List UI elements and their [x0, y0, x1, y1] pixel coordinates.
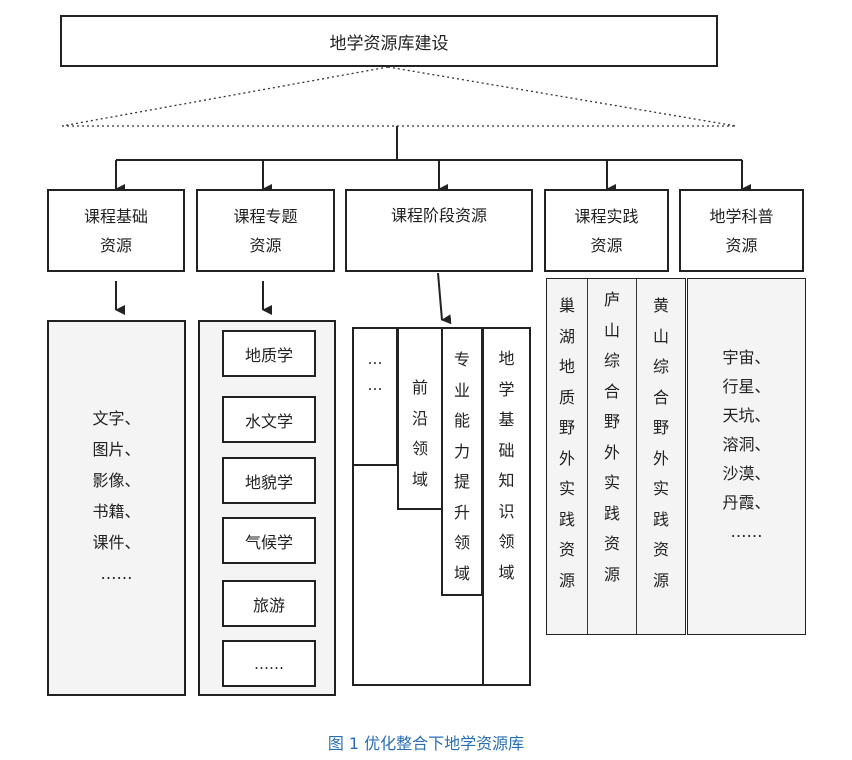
stage-ellipsis-box: … …	[352, 327, 398, 466]
practice-chaohu-text: 巢 湖 地 质 野 外 实 践 资 源	[558, 296, 575, 590]
topic-item-label: 水文学	[244, 411, 293, 431]
stage-basic-knowledge-text: 地 学 基 础 知 识 领 域	[498, 349, 515, 582]
detail-arrow-stage	[437, 272, 452, 325]
category-practice-label: 课程实践 资源	[574, 206, 639, 255]
category-practice: 课程实践 资源	[544, 189, 669, 272]
topic-item-label: 地质学	[244, 345, 293, 365]
topic-item: 水文学	[222, 396, 316, 443]
practice-lushan-text: 庐 山 综 合 野 外 实 践 资 源	[603, 290, 620, 584]
category-science: 地学科普 资源	[679, 189, 804, 272]
stage-professional-box: 专 业 能 力 提 升 领 域	[441, 327, 483, 596]
topic-item: 旅游	[222, 580, 316, 627]
category-basic-label: 课程基础 资源	[83, 206, 148, 255]
topic-item-label: 气候学	[244, 532, 293, 552]
stage-ellipsis: … …	[367, 350, 383, 394]
topic-item: ……	[222, 640, 316, 687]
category-topic-label: 课程专题 资源	[233, 206, 298, 255]
category-stage: 课程阶段资源	[345, 189, 533, 272]
stage-frontier-text: 前 沿 领 域	[411, 378, 428, 489]
practice-resources-box: 巢 湖 地 质 野 外 实 践 资 源 庐 山 综 合 野 外 实 践 资 源 …	[546, 278, 686, 635]
practice-divider	[636, 279, 637, 634]
stage-frontier-box: 前 沿 领 域	[397, 327, 443, 510]
science-resources-box: 宇宙、 行星、 天坑、 溶洞、 沙漠、 丹霞、 ……	[687, 278, 806, 635]
topic-item-label: 旅游	[252, 595, 285, 615]
root-title: 地学资源库建设	[329, 33, 449, 54]
topic-item: 气候学	[222, 517, 316, 564]
topic-item-label: 地貌学	[244, 472, 293, 492]
basic-resources-text: 文字、 图片、 影像、 书籍、 课件、 ……	[92, 409, 141, 583]
science-resources-text: 宇宙、 行星、 天坑、 溶洞、 沙漠、 丹霞、 ……	[722, 348, 771, 541]
category-science-label: 地学科普 资源	[709, 206, 774, 255]
stage-basic-knowledge-box: 地 学 基 础 知 识 领 域	[482, 327, 531, 686]
dotted-expansion-triangle	[61, 66, 737, 127]
practice-huangshan-text: 黄 山 综 合 野 外 实 践 资 源	[652, 296, 669, 590]
root-box: 地学资源库建设	[60, 15, 718, 67]
category-stage-label: 课程阶段资源	[390, 206, 487, 225]
figure-caption: 图 1 优化整合下地学资源库	[327, 734, 525, 753]
category-basic: 课程基础 资源	[47, 189, 185, 272]
category-topic: 课程专题 资源	[196, 189, 335, 272]
topic-resources-box: 地质学 水文学 地貌学 气候学 旅游 ……	[198, 320, 336, 696]
practice-divider	[587, 279, 588, 634]
stage-professional-text: 专 业 能 力 提 升 领 域	[453, 350, 470, 583]
topic-item: 地质学	[222, 330, 316, 377]
basic-resources-box: 文字、 图片、 影像、 书籍、 课件、 ……	[47, 320, 186, 696]
topic-item: 地貌学	[222, 457, 316, 504]
topic-item-label: ……	[254, 654, 284, 673]
